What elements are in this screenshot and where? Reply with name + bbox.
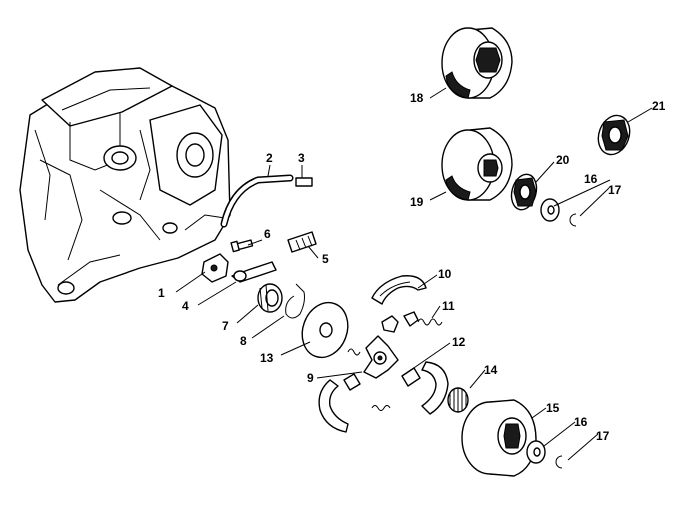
clutch-carrier-part	[381, 311, 419, 333]
label-16-bottom: 16	[574, 415, 588, 429]
label-10: 10	[438, 267, 452, 281]
label-7: 7	[222, 319, 229, 333]
e-clip-bottom	[555, 455, 563, 469]
label-12: 12	[452, 335, 466, 349]
label-14: 14	[484, 363, 498, 377]
clutch-spring	[347, 318, 443, 411]
hose-fitting	[295, 177, 313, 187]
clutch-shoe-right	[401, 361, 449, 415]
sprocket-drum-18	[441, 27, 513, 99]
e-clip-top	[569, 213, 577, 227]
oil-pump	[201, 253, 229, 283]
label-17-top: 17	[608, 183, 622, 197]
label-8: 8	[240, 334, 247, 348]
worm-gear	[231, 261, 277, 283]
leader-lines	[175, 87, 653, 461]
clutch-shoe-top	[371, 275, 427, 305]
label-16-top: 16	[584, 172, 598, 186]
label-17-bottom: 17	[596, 429, 610, 443]
screw	[230, 239, 254, 253]
label-20: 20	[556, 153, 570, 167]
label-19: 19	[410, 195, 424, 209]
label-13: 13	[260, 351, 274, 365]
label-18: 18	[410, 91, 424, 105]
oil-hose	[220, 174, 294, 228]
label-5: 5	[322, 252, 329, 266]
spring-wire	[285, 283, 305, 319]
callout-labels: 1 2 3 4 5 6 7 8 13 9 10 11 12 14 15 16 1…	[158, 91, 666, 443]
washer-bottom	[526, 440, 546, 464]
label-1: 1	[158, 286, 165, 300]
valve	[287, 231, 317, 253]
spur-sprocket-rim	[597, 114, 631, 156]
needle-cage	[447, 387, 469, 413]
clutch-shoe-left	[318, 373, 361, 433]
engine-housing	[19, 67, 231, 303]
label-15: 15	[546, 401, 560, 415]
clutch-hub	[363, 335, 399, 379]
sprocket-drum-19	[441, 127, 513, 201]
label-11: 11	[442, 299, 455, 313]
label-3: 3	[298, 151, 305, 165]
label-4: 4	[182, 299, 189, 313]
washer-disc	[301, 301, 349, 359]
clutch-drum-bottom	[461, 399, 537, 477]
rim-sprocket	[510, 173, 538, 211]
label-2: 2	[266, 151, 273, 165]
spur-gear	[257, 283, 283, 313]
label-6: 6	[264, 227, 271, 241]
label-21: 21	[652, 99, 666, 113]
washer-top	[540, 198, 560, 222]
label-9: 9	[307, 371, 314, 385]
